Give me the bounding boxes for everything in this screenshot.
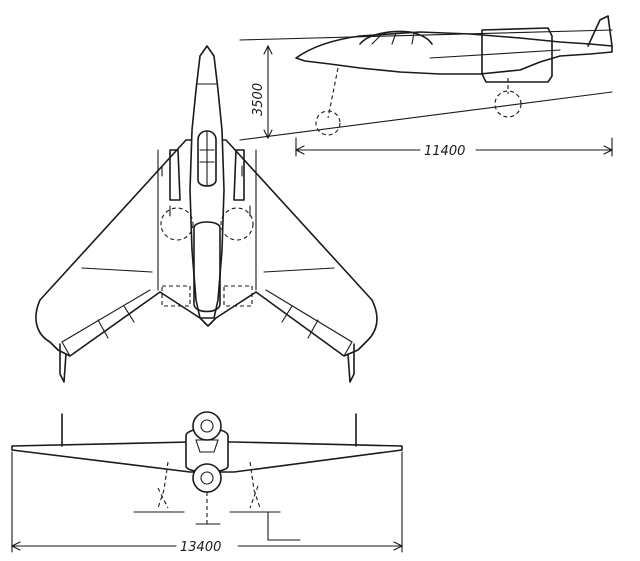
top-view-left-bay [161,285,191,307]
height-dimension-label: 3500 [251,83,266,116]
top-view [35,45,378,383]
top-view-right-bay [223,285,253,307]
side-view-engine-nacelle [481,27,553,83]
top-view-left-gear-bay [160,207,194,241]
side-view-nose-wheel [315,110,341,136]
front-view [11,411,403,541]
side-view-nose-gear-strut [327,67,339,119]
front-view-cockpit [195,439,219,453]
top-view-left-wingtip-fin [59,343,67,383]
top-view-right-intake [233,149,245,201]
length-dimension: 11400 [294,137,614,159]
side-view-fuselage [295,31,613,75]
front-view-upper-intake-center [200,419,214,433]
side-view-canopy-frames [371,32,415,45]
top-view-center-section-lines [157,149,257,291]
top-view-left-elevon [61,289,151,357]
length-dimension-label: 11400 [424,144,465,159]
span-dimension: 13400 [10,451,404,555]
front-view-left-gear [157,461,169,509]
front-view-lower-intake [192,463,222,493]
top-view-left-intake [169,149,181,201]
front-view-ground-marks [133,511,281,525]
front-view-lower-intake-center [200,471,214,485]
top-view-gun-ports [161,165,251,217]
top-view-right-wingtip-fin [347,343,355,383]
top-view-wing-panel-lines [81,267,335,273]
top-view-left-elevon-hinges [97,305,135,339]
top-view-wing-outline [35,139,378,357]
top-view-canopy [197,130,217,187]
front-view-leader-line [267,511,301,541]
side-view-ground-line [239,91,613,141]
side-view-tail-fin [587,15,613,47]
top-view-engine-body [193,221,221,313]
front-view-upper-intake [192,411,222,441]
side-view-wing-line [429,49,561,59]
side-view [239,15,613,141]
height-dimension: 3500 [251,44,273,140]
top-view-canopy-frames [199,131,215,187]
front-view-right-gear [249,461,261,509]
top-view-right-gear-bay [220,207,254,241]
side-view-canopy [359,30,433,45]
span-dimension-label: 13400 [180,540,221,555]
side-view-main-wheel [494,90,522,118]
top-view-right-elevon-hinges [281,305,319,339]
top-view-right-elevon [265,289,353,357]
